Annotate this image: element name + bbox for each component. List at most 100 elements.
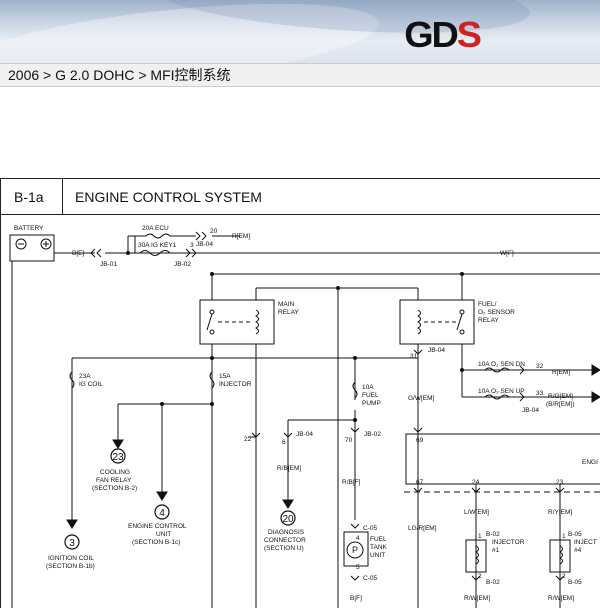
injector1-l2: #1 (492, 547, 500, 554)
diag-l1: DIAGNOSIS (268, 529, 305, 536)
diagram-frame (0, 178, 600, 608)
b05-bottom: B-05 (568, 579, 582, 586)
diag-l3: (SECTION U) (264, 545, 304, 552)
conn-4-label: 4 (159, 508, 165, 519)
pin-70: 70 (345, 437, 353, 444)
cooling-l1: COOLING (100, 469, 130, 476)
diag-l2: CONNECTOR (264, 537, 306, 544)
pin-32: 32 (536, 363, 544, 370)
battery-terminals (15, 238, 52, 250)
main-relay-l2: RELAY (278, 309, 299, 316)
c05-top: C-05 (363, 525, 377, 532)
jb04-sen: JB-04 (522, 407, 539, 414)
fuse-igcoil-l1: 23A (79, 373, 91, 380)
ign-l1: IGNITION COIL (48, 555, 94, 562)
fuse-inj-l1: 15A (219, 373, 231, 380)
diagram-labels: BATTERY 20A ECU 30A IG KEY1 20 R[EM] 3 J… (14, 225, 598, 602)
cooling-l3: (SECTION B-2) (92, 485, 137, 492)
fuel-tank-l2: TANK (370, 544, 388, 551)
wires (9, 234, 600, 608)
wire-rg-l2: (B/R[EM]) (546, 401, 575, 408)
pin-1-inj1: 1 (478, 533, 482, 540)
breadcrumb: 2006 > G 2.0 DOHC > MFI控制系统 (0, 63, 600, 87)
injector1-box (465, 539, 487, 573)
junction-dots (126, 251, 464, 422)
fuse-sen-up: 10A O₂ SEN UP (478, 388, 525, 395)
fuse-ecu-label: 20A ECU (142, 225, 169, 232)
fuse-igcoil-l2: IG COIL (79, 381, 103, 388)
jb01-label: JB-01 (100, 261, 117, 268)
fuse-pump-l1: 10A (362, 384, 374, 391)
wire-rw-4: R/W[EM] (548, 595, 574, 602)
pin-69: 69 (416, 437, 424, 444)
fuel-relay-box (399, 299, 475, 345)
jb04-diag: JB-04 (296, 431, 313, 438)
breadcrumb-text: 2006 > G 2.0 DOHC > MFI控制系统 (8, 67, 231, 83)
ecu-partial-box (405, 433, 600, 485)
fuse-sen-dn: 10A O₂ SEN DN (478, 361, 525, 368)
wire-b-e: B[E] (72, 250, 84, 257)
pin-20-top: 20 (210, 228, 218, 235)
fuel-relay-l3: RELAY (478, 317, 499, 324)
arrows (66, 364, 600, 529)
connector-circles (64, 448, 296, 550)
fuel-tank-l1: FUEL (370, 536, 387, 543)
pin-6: 6 (282, 439, 286, 446)
wire-w-f: W[F] (500, 250, 514, 257)
conn-20-label: 20 (282, 514, 294, 525)
ecu-l3: (SECTION B-1c) (132, 539, 180, 546)
pin-2-inj1: 2 (478, 573, 482, 580)
b05-top: B-05 (568, 531, 582, 538)
pin-1-inj4: 1 (562, 533, 566, 540)
wire-lw: L/W[EM] (464, 509, 489, 516)
pin-3-top: 3 (190, 242, 194, 249)
fuse-pump-l2: FUEL (362, 392, 379, 399)
pin-31: 31 (410, 353, 418, 360)
wire-lgr: LG/R[EM] (408, 525, 437, 532)
conn-3-label: 3 (69, 538, 75, 549)
wire-gw: G/W[EM] (408, 395, 435, 402)
jb02-pump: JB-02 (364, 431, 381, 438)
cooling-l2: FAN RELAY (96, 477, 132, 484)
gds-logo: GDS (404, 14, 482, 55)
fuse-symbols (69, 231, 565, 581)
header-banner: GDS (0, 0, 600, 63)
jb04-top: JB-04 (196, 241, 213, 248)
fuel-tank-box (343, 531, 369, 567)
engine-partial: ENGI (582, 459, 598, 466)
wire-r-em-top: R[EM] (232, 233, 250, 240)
pin-4-pump: 4 (356, 535, 360, 542)
pin-67: 67 (416, 479, 424, 486)
b02-top: B-02 (486, 531, 500, 538)
conn-23-label: 23 (112, 452, 124, 463)
pin-23: 23 (556, 479, 564, 486)
ecu-l1: ENGINE CONTROL (128, 523, 187, 530)
wire-bf: B[F] (350, 595, 362, 602)
battery-label: BATTERY (14, 225, 44, 232)
jb04-relay: JB-04 (428, 347, 445, 354)
fuel-tank-l3: UNIT (370, 552, 385, 559)
relay-contacts (206, 309, 465, 335)
diagram-title: ENGINE CONTROL SYSTEM (75, 189, 262, 205)
pin-24: 24 (472, 479, 480, 486)
injector1-l1: INJECTOR (492, 539, 525, 546)
fuse-pump-l3: PUMP (362, 400, 381, 407)
fuse-inj-l2: INJECTOR (219, 381, 252, 388)
pin-22: 22 (244, 436, 252, 443)
wire-ry: R/Y[EM] (548, 509, 572, 516)
injector4-l2: #4 (574, 547, 582, 554)
fuel-relay-l1: FUEL/ (478, 301, 497, 308)
fuse-igkey-label: 30A IG KEY1 (138, 242, 177, 249)
injector4-l1: INJECT (574, 539, 597, 546)
pump-symbol-label: P (352, 545, 358, 555)
wire-rw-1: R/W[EM] (464, 595, 490, 602)
battery-box (9, 234, 55, 262)
wire-rb-em: R/B[EM] (277, 465, 301, 472)
wire-rg-l1: R/G[EM] (548, 393, 573, 400)
main-relay-l1: MAIN (278, 301, 295, 308)
pin-5-pump: 5 (356, 564, 360, 571)
wire-rb-f: R/B[F] (342, 479, 361, 486)
b02-bottom: B-02 (486, 579, 500, 586)
ign-l2: (SECTION B-1b) (46, 563, 95, 570)
